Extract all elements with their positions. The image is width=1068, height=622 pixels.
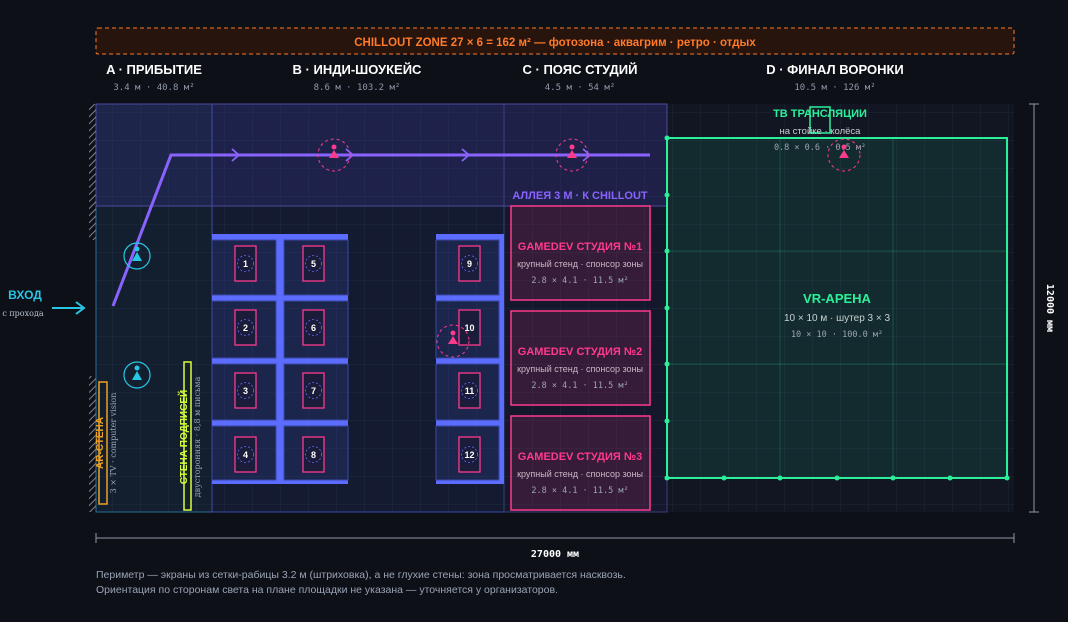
zone-a-sub: 3.4 м · 40.8 м² [113, 83, 194, 93]
booth-8[interactable]: 8 [302, 436, 325, 473]
signature-wall-sub: двусторонняя · 8,8 м письма [193, 376, 202, 497]
chillout-label: CHILLOUT ZONE 27 × 6 = 162 м² — фотозона… [354, 37, 756, 49]
ar-wall-sub: 3 × TV · computer vision [109, 393, 118, 494]
booth-number: 7 [311, 386, 316, 396]
studio-3[interactable]: GAMEDEV СТУДИЯ №3 крупный стенд · спонсо… [510, 415, 651, 511]
tv-stand[interactable]: ТВ ТРАНСЛЯЦИИ на стойке · колёса 0.8 × 0… [773, 106, 867, 153]
booth-9[interactable]: 9 [458, 245, 481, 282]
booth-number: 1 [243, 259, 248, 269]
entrance[interactable]: ВХОД с прохода [2, 288, 86, 318]
tv-sub: на стойке · колёса [780, 126, 862, 137]
mesh-screen-top [89, 104, 96, 240]
booth-number: 10 [464, 323, 474, 333]
booth-number: 4 [243, 450, 248, 460]
zone-b-title: B · ИНДИ-ШОУКЕЙС [293, 62, 422, 77]
studio-dims: 2.8 × 4.1 · 11.5 м² [531, 276, 628, 286]
booth-stands: 1 5 2 6 3 7 4 [234, 245, 481, 473]
booth-spine [499, 234, 504, 484]
zone-c-title: C · ПОЯС СТУДИЙ [523, 62, 638, 77]
booth-10[interactable]: 10 [458, 309, 481, 346]
studio-dims: 2.8 × 4.1 · 11.5 м² [531, 486, 628, 496]
booth-number: 8 [311, 450, 316, 460]
booth-3[interactable]: 3 [234, 372, 257, 409]
tv-dims: 0.8 × 0.6 · 0.5 м² [774, 143, 866, 153]
booth-rail [436, 420, 504, 426]
booth-rail [436, 480, 504, 484]
booth-spine [276, 234, 284, 484]
studios: GAMEDEV СТУДИЯ №1 крупный стенд · спонсо… [510, 205, 651, 511]
zone-a-title: A · ПРИБЫТИЕ [106, 62, 202, 77]
studio-title: GAMEDEV СТУДИЯ №1 [518, 241, 642, 253]
booth-6[interactable]: 6 [302, 309, 325, 346]
booth-number: 2 [243, 323, 248, 333]
vr-arena-sub: 10 × 10 м · шутер 3 × 3 [784, 313, 891, 324]
booth-number: 5 [311, 259, 316, 269]
booth-2[interactable]: 2 [234, 309, 257, 346]
staff-icon [827, 138, 861, 172]
zone-c-area [503, 103, 668, 513]
dimension-height-label: 12000 мм [1044, 284, 1055, 332]
ar-wall-title: AR-СТЕНА [95, 417, 106, 469]
booth-block-right [436, 234, 504, 484]
studio-sub: крупный стенд · спонсор зоны [517, 364, 643, 374]
zone-headers: A · ПРИБЫТИЕ 3.4 м · 40.8 м² B · ИНДИ-ШО… [106, 62, 904, 93]
dimension-width-label: 27000 мм [531, 549, 579, 560]
booth-11[interactable]: 11 [458, 372, 481, 409]
zone-d-sub: 10.5 м · 126 м² [794, 83, 875, 93]
studio-sub: крупный стенд · спонсор зоны [517, 469, 643, 479]
staff-icon [555, 138, 589, 172]
booth-rail [436, 358, 504, 364]
booth-number: 3 [243, 386, 248, 396]
zone-d-title: D · ФИНАЛ ВОРОНКИ [766, 62, 904, 77]
booth-number: 6 [311, 323, 316, 333]
booth-rail [436, 295, 504, 301]
flow-arrows [231, 148, 592, 162]
studio-title: GAMEDEV СТУДИЯ №3 [518, 451, 642, 463]
vr-arena-sensors [664, 135, 1010, 481]
aisle-label: АЛЛЕЯ 3 М · К CHILLOUT [512, 190, 648, 202]
vr-arena-dims: 10 × 10 · 100.0 м² [791, 330, 883, 340]
vr-arena-title: VR-АРЕНА [803, 291, 872, 306]
visitor-flow-path [111, 153, 650, 307]
studio-2[interactable]: GAMEDEV СТУДИЯ №2 крупный стенд · спонсо… [510, 310, 651, 406]
signature-wall-title: СТЕНА ПОДПИСЕЙ [177, 390, 190, 484]
greeter-icon [123, 242, 151, 270]
booth-rail [436, 234, 504, 240]
studio-1[interactable]: GAMEDEV СТУДИЯ №1 крупный стенд · спонсо… [510, 205, 651, 301]
ar-wall[interactable]: AR-СТЕНА 3 × TV · computer vision [95, 381, 118, 505]
entrance-label: ВХОД [8, 288, 42, 302]
footnote-perimeter: Периметр — экраны из сетки-рабицы 3.2 м … [96, 569, 626, 581]
greeter-icon [123, 361, 151, 389]
booth-7[interactable]: 7 [302, 372, 325, 409]
dimension-height [1029, 103, 1039, 513]
booth-4[interactable]: 4 [234, 436, 257, 473]
dimension-width [95, 533, 1015, 543]
booth-1[interactable]: 1 [234, 245, 257, 282]
tv-title: ТВ ТРАНСЛЯЦИИ [773, 108, 867, 120]
studio-sub: крупный стенд · спонсор зоны [517, 259, 643, 269]
staff-icon [317, 138, 351, 172]
entrance-sub: с прохода [2, 309, 44, 318]
studio-dims: 2.8 × 4.1 · 11.5 м² [531, 381, 628, 391]
staff-markers [123, 138, 861, 389]
vr-arena-grid [667, 138, 1007, 478]
signature-wall[interactable]: СТЕНА ПОДПИСЕЙ двусторонняя · 8,8 м пись… [177, 361, 202, 511]
vr-arena[interactable]: VR-АРЕНА 10 × 10 м · шутер 3 × 3 10 × 10… [664, 135, 1010, 481]
zone-c-sub: 4.5 м · 54 м² [545, 83, 615, 93]
zone-b-area [211, 103, 505, 513]
footnote-orientation: Ориентация по сторонам света на плане пл… [96, 584, 558, 596]
studio-title: GAMEDEV СТУДИЯ №2 [518, 346, 642, 358]
booth-5[interactable]: 5 [302, 245, 325, 282]
zone-b-sub: 8.6 м · 103.2 м² [314, 83, 401, 93]
chillout-zone [95, 27, 1015, 55]
booth-block-left [212, 234, 348, 484]
booth-number: 12 [464, 450, 474, 460]
booth-number: 9 [467, 259, 472, 269]
booth-12[interactable]: 12 [458, 436, 481, 473]
mesh-screen-bottom [89, 376, 96, 512]
booth-number: 11 [465, 386, 475, 396]
staff-icon [436, 324, 470, 358]
